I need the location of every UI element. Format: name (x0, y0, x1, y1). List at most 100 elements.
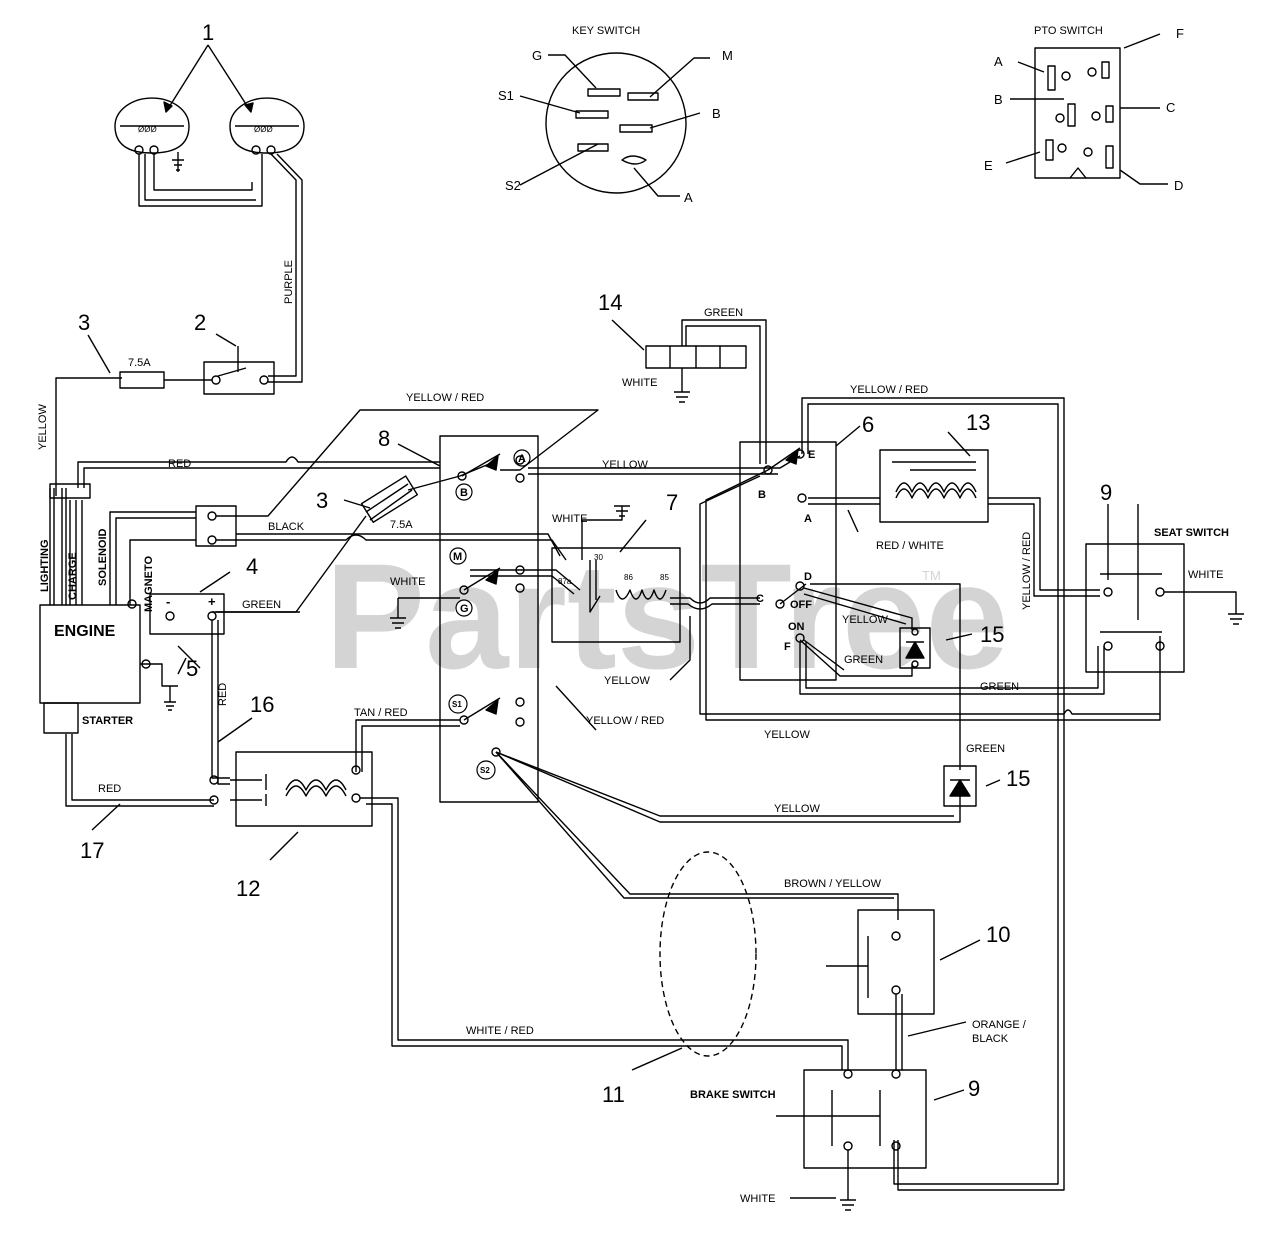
key-switch-m: M (722, 48, 733, 63)
wire-orange-black-1: ORANGE / (972, 1019, 1027, 1031)
wire-white-gnd: WHITE (740, 1193, 775, 1205)
wire-yellow-mid: YELLOW (764, 729, 810, 741)
engine-magneto: MAGNETO (143, 556, 155, 612)
wire-yellow-red-mid: YELLOW / RED (586, 715, 664, 727)
pto-contact-d: D (804, 571, 812, 583)
key-switch-a: A (684, 190, 693, 205)
starter-label: STARTER (82, 715, 133, 727)
callout-16: 16 (250, 692, 274, 717)
wire-red-white: RED / WHITE (876, 540, 944, 552)
callout-12: 12 (236, 876, 260, 901)
callout-1: 1 (202, 20, 214, 45)
wire-green-top: GREEN (704, 307, 743, 319)
wire-white-relay: WHITE (552, 513, 587, 525)
callout-6: 6 (862, 412, 874, 437)
wire-tan-red: TAN / RED (354, 707, 408, 719)
relay-pin-87a: 87a (558, 577, 572, 586)
ignition-contact-s1: S1 (452, 700, 462, 709)
key-switch (545, 52, 687, 194)
relay-pin-30: 30 (594, 553, 603, 562)
fuse-mid-rating: 7.5A (390, 519, 413, 531)
key-switch-b: B (712, 106, 721, 121)
wire-green-15: GREEN (966, 743, 1005, 755)
ignition-contact-a: A (518, 453, 526, 465)
wire-red-16: RED (217, 683, 229, 706)
callout-8: 8 (378, 426, 390, 451)
wire-yellow-ab: YELLOW (602, 459, 648, 471)
wire-orange-black-2: BLACK (972, 1033, 1009, 1045)
pto-switch-title: PTO SWITCH (1034, 25, 1103, 37)
key-switch-s2: S2 (505, 178, 521, 193)
wire-purple: PURPLE (283, 260, 295, 304)
callout-10: 10 (986, 922, 1010, 947)
wires (39, 33, 1244, 1211)
seat-switch-title: SEAT SWITCH (1154, 527, 1229, 539)
wire-white-g: WHITE (390, 576, 425, 588)
callout-17: 17 (80, 838, 104, 863)
pto-contact-off: OFF (790, 599, 812, 611)
wire-yellow-red-right: YELLOW / RED (850, 384, 928, 396)
pto-switch-b: B (994, 92, 1003, 107)
wire-green-reg: GREEN (242, 599, 281, 611)
pto-switch-d: D (1174, 178, 1183, 193)
ignition-contact-b: B (460, 487, 468, 499)
relay-pin-86: 86 (624, 573, 633, 582)
pto-contact-on: ON (788, 621, 805, 633)
wire-yellow-red-vert: YELLOW / RED (1021, 532, 1033, 610)
headlight-right-label: ØØØ (254, 125, 273, 134)
brake-switch-title: BRAKE SWITCH (690, 1089, 776, 1101)
callout-9-brake: 9 (968, 1076, 980, 1101)
pto-switch-a: A (994, 54, 1003, 69)
wire-yellow-relay: YELLOW (604, 675, 650, 687)
engine-solenoid: SOLENOID (97, 528, 109, 586)
pto-contact-b: B (758, 489, 766, 501)
key-switch-s1: S1 (498, 88, 514, 103)
callout-4: 4 (246, 554, 258, 579)
engine-lighting: LIGHTING (39, 539, 51, 592)
pto-contact-f: F (784, 641, 791, 653)
callout-2: 2 (194, 310, 206, 335)
key-switch-g: G (532, 48, 542, 63)
watermark-tm: TM (922, 568, 941, 583)
callout-3-top: 3 (78, 310, 90, 335)
engine-charge: CHARGE (67, 552, 79, 600)
ignition-contact-m: M (453, 551, 462, 563)
pto-contact-c: C (756, 593, 764, 605)
engine-label: ENGINE (54, 623, 116, 640)
ignition-contact-g: G (460, 603, 469, 615)
ignition-contact-s2: S2 (480, 766, 490, 775)
watermark: PartsTree (325, 532, 1009, 700)
pto-contact-a: A (804, 513, 812, 525)
callout-15-lower: 15 (1006, 766, 1030, 791)
wire-brown-yellow: BROWN / YELLOW (784, 878, 882, 890)
headlight-right (229, 97, 305, 155)
callout-5: 5 (186, 656, 198, 681)
callout-14: 14 (598, 290, 622, 315)
wire-yellow-low: YELLOW (774, 803, 820, 815)
callout-15-upper: 15 (980, 622, 1004, 647)
wire-red-17: RED (98, 783, 121, 795)
pto-switch-f: F (1176, 26, 1184, 41)
callout-3-mid: 3 (316, 488, 328, 513)
relay-pin-85: 85 (660, 573, 669, 582)
wire-white-seat: WHITE (1188, 569, 1223, 581)
wire-white-red: WHITE / RED (466, 1025, 534, 1037)
wire-yellow-red-top: YELLOW / RED (406, 392, 484, 404)
wire-green-pto: GREEN (844, 654, 883, 666)
callout-11: 11 (602, 1082, 625, 1107)
callout-9-seat: 9 (1100, 480, 1112, 505)
wire-black: BLACK (268, 521, 305, 533)
pto-contact-e: E (808, 449, 815, 461)
pto-switch-e: E (984, 158, 993, 173)
headlight-left-label: ØØØ (138, 125, 157, 134)
wire-white-14: WHITE (622, 377, 657, 389)
wire-yellow-vert: YELLOW (37, 404, 49, 450)
callout-7: 7 (666, 490, 678, 515)
regulator-minus: - (166, 594, 170, 609)
regulator-plus: + (208, 594, 216, 609)
pto-switch (1034, 47, 1121, 179)
wire-red-top: RED (168, 458, 191, 470)
key-switch-title: KEY SWITCH (572, 25, 640, 37)
wire-yellow-pto: YELLOW (842, 614, 888, 626)
